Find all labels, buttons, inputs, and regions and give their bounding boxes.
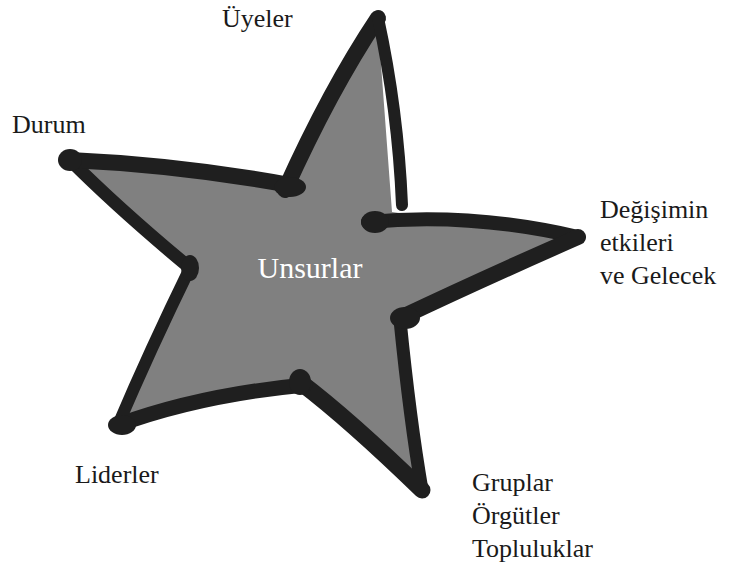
brush-stroke (368, 219, 578, 237)
brush-stroke (300, 382, 422, 490)
brush-blob (390, 307, 420, 329)
point-label: Liderler (75, 458, 159, 491)
center-label: Unsurlar (258, 251, 363, 285)
brush-blob (274, 177, 306, 197)
star-node: Unsurlar (40, 0, 610, 515)
brush-stroke (118, 268, 190, 425)
brush-stroke (70, 160, 190, 268)
point-label: Gruplar Örgütler Topluluklar (472, 466, 593, 565)
brush-blob (108, 415, 136, 435)
brush-blob (181, 255, 199, 281)
point-label: Değişimin etkileri ve Gelecek (600, 193, 716, 292)
brush-stroke (118, 385, 305, 425)
brush-stroke (400, 237, 578, 318)
brush-stroke (378, 18, 402, 205)
point-label: Üyeler (222, 2, 293, 35)
brush-stroke (285, 18, 378, 190)
point-label: Durum (12, 108, 86, 141)
brush-stroke (70, 160, 290, 185)
brush-blob (58, 149, 82, 171)
brush-blob (289, 369, 311, 395)
brush-blob (361, 211, 389, 233)
